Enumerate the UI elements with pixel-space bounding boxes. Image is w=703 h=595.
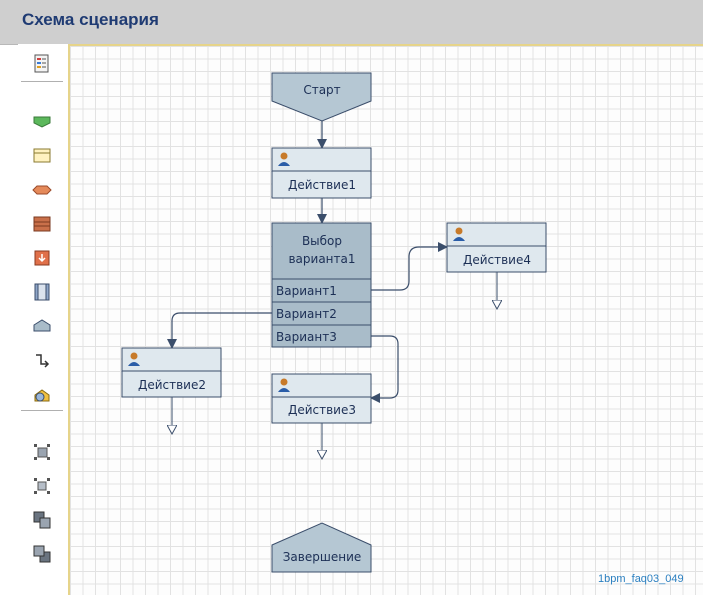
user-icon <box>278 378 290 392</box>
choice-label-line2: варианта1 <box>288 252 355 266</box>
choice-option[interactable]: Вариант3 <box>276 330 337 344</box>
action4-label: Действие4 <box>463 253 531 267</box>
choice-label-line1: Выбор <box>302 234 342 248</box>
end-shape-icon[interactable] <box>30 314 54 338</box>
choice-node[interactable]: Выбор варианта1 Вариант1 Вариант2 Вариан… <box>271 222 372 348</box>
end-node[interactable]: Завершение <box>271 522 372 573</box>
connectors <box>167 121 497 459</box>
start-shape-icon[interactable] <box>30 110 54 134</box>
import-shape-icon[interactable] <box>30 246 54 270</box>
add-object-icon[interactable] <box>30 382 54 406</box>
align-center-icon[interactable] <box>30 474 54 498</box>
decision-shape-icon[interactable] <box>30 178 54 202</box>
connector-icon[interactable] <box>30 348 54 372</box>
start-label: Старт <box>303 83 340 97</box>
connector-variant2-action2[interactable] <box>167 312 273 349</box>
end-label: Завершение <box>283 550 362 564</box>
action2-node[interactable]: Действие2 <box>121 347 222 398</box>
connector-variant3-action3[interactable] <box>370 335 399 403</box>
shape-toolbar <box>18 44 69 595</box>
split-shape-icon[interactable] <box>30 280 54 304</box>
user-icon <box>453 227 465 241</box>
connector-variant1-action4[interactable] <box>371 242 448 291</box>
window-title: Схема сценария <box>22 10 159 29</box>
diagram-canvas[interactable] <box>68 44 703 595</box>
action2-label: Действие2 <box>138 378 206 392</box>
action1-node[interactable]: Действие1 <box>271 147 372 199</box>
choice-option[interactable]: Вариант2 <box>276 307 337 321</box>
properties-icon[interactable] <box>30 52 54 76</box>
bring-forward-icon[interactable] <box>30 508 54 532</box>
align-left-icon[interactable] <box>30 440 54 464</box>
action3-label: Действие3 <box>288 403 356 417</box>
subprocess-shape-icon[interactable] <box>30 212 54 236</box>
action4-node[interactable]: Действие4 <box>446 222 547 273</box>
action3-node[interactable]: Действие3 <box>271 373 372 424</box>
figure-caption: 1bpm_faq03_049 <box>598 573 684 585</box>
user-icon <box>128 352 140 366</box>
toolbar-separator <box>21 81 63 82</box>
toolbar-separator <box>21 410 63 411</box>
send-backward-icon[interactable] <box>30 542 54 566</box>
action-shape-icon[interactable] <box>30 144 54 168</box>
action1-label: Действие1 <box>288 178 356 192</box>
start-node[interactable]: Старт <box>271 72 372 122</box>
user-icon <box>278 152 290 166</box>
choice-option[interactable]: Вариант1 <box>276 284 337 298</box>
